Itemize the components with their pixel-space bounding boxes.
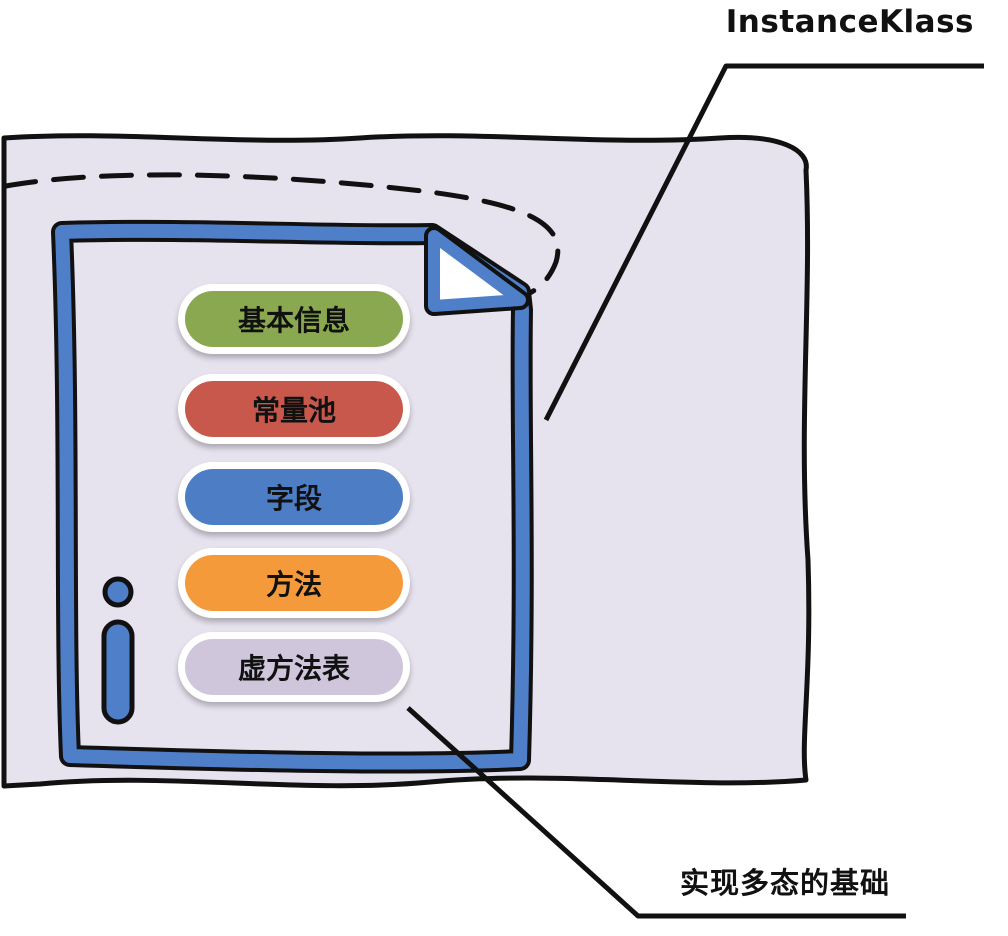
info-icon-stem bbox=[101, 619, 135, 725]
document-folded-corner-blue bbox=[428, 230, 526, 312]
pill-vtable: 虚方法表 bbox=[178, 632, 410, 702]
info-icon-dot bbox=[102, 576, 134, 608]
pill-basic-info-label: 基本信息 bbox=[185, 291, 403, 347]
pill-methods: 方法 bbox=[178, 548, 410, 618]
pointer-line-bottom bbox=[406, 706, 906, 919]
pill-methods-label: 方法 bbox=[185, 555, 403, 611]
pill-fields: 字段 bbox=[178, 462, 410, 532]
instanceklass-label: InstanceKlass bbox=[725, 4, 974, 40]
pill-basic-info: 基本信息 bbox=[178, 284, 410, 354]
polymorphism-basis-label: 实现多态的基础 bbox=[679, 866, 890, 900]
document-outline-blue bbox=[55, 223, 530, 770]
pill-fields-label: 字段 bbox=[185, 469, 403, 525]
pill-vtable-label: 虚方法表 bbox=[185, 639, 403, 695]
pill-constant-pool: 常量池 bbox=[178, 374, 410, 444]
pointer-line-instanceklass bbox=[543, 63, 984, 422]
dashed-arc bbox=[3, 172, 561, 297]
pill-constant-pool-label: 常量池 bbox=[185, 381, 403, 437]
